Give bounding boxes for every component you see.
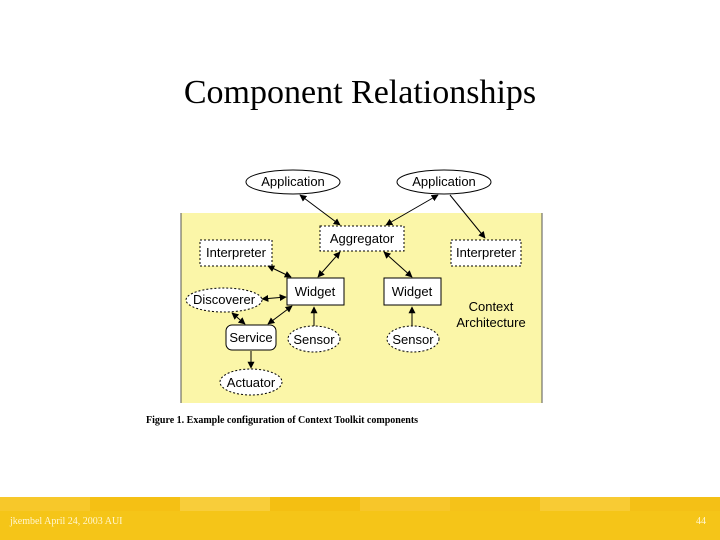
arrow-application-right-aggregator (385, 194, 439, 226)
widget-left-label: Widget (295, 284, 336, 299)
actuator-label: Actuator (227, 375, 276, 390)
interpreter-left-node (199, 239, 273, 267)
context-architecture-label-line2: Architecture (456, 315, 525, 330)
widget-left-node (286, 277, 345, 306)
arrow-application-left-aggregator (299, 194, 341, 226)
sensor-right-label: Sensor (392, 332, 434, 347)
service-label: Service (229, 330, 272, 345)
interpreter-right-label: Interpreter (456, 245, 517, 260)
application-right-node (396, 169, 492, 195)
service-node (225, 324, 277, 351)
arrow-application-right-interpreter-right (449, 194, 486, 239)
arrow-aggregator-widget-right (383, 251, 413, 278)
aggregator-node (319, 225, 405, 252)
figure-caption: Figure 1. Example configuration of Conte… (146, 415, 419, 426)
interpreter-right-node (450, 239, 522, 267)
interpreter-left-label: Interpreter (206, 245, 267, 260)
context-architecture-label-line1: Context (469, 299, 514, 314)
application-left-label: Application (261, 174, 325, 189)
footer-author-date: jkembel April 24, 2003 AUI (10, 516, 123, 527)
page-number: 44 (696, 516, 706, 527)
arrow-aggregator-widget-left (317, 251, 341, 278)
sensor-right-node (386, 325, 440, 353)
slide-title: Component Relationships (183, 74, 537, 111)
arrow-interpreter-left-widget-left (267, 265, 292, 278)
actuator-node (219, 368, 283, 396)
widget-right-label: Widget (392, 284, 433, 299)
footer-bar: jkembel April 24, 2003 AUI 44 (0, 497, 720, 540)
sensor-left-label: Sensor (293, 332, 335, 347)
widget-right-node (383, 277, 442, 306)
aggregator-label: Aggregator (330, 231, 395, 246)
arrow-widget-left-discoverer (261, 294, 287, 302)
arrow-widget-left-service (267, 305, 293, 325)
application-left-node (245, 169, 341, 195)
application-right-label: Application (412, 174, 476, 189)
discoverer-label: Discoverer (193, 292, 256, 307)
arrow-discoverer-service (231, 312, 246, 325)
footer-tiles (0, 497, 720, 511)
